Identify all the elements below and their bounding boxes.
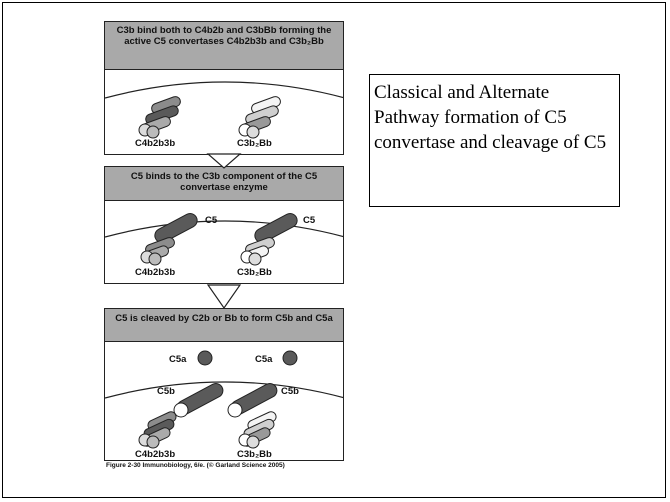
c4b2b3b-complex	[138, 411, 177, 449]
label-c4b2b3b: C4b2b3b	[135, 138, 175, 149]
panel-2-heading: C5 binds to the C3b component of the C5 …	[105, 167, 343, 201]
c3b2bb-c5-complex	[240, 212, 298, 266]
c3b2bb-complex	[238, 411, 277, 449]
panel-1-heading: C3b bind both to C4b2b and C3bBb forming…	[105, 22, 343, 70]
slide-title: Classical and Alternate Pathway formatio…	[369, 74, 620, 207]
c5a-fragment-left	[197, 350, 213, 366]
label-c3b2bb: C3b₂Bb	[237, 267, 272, 278]
panel-2: C5 binds to the C3b component of the C5 …	[104, 166, 344, 284]
label-c5a-left: C5a	[169, 354, 187, 365]
figure: C3b bind both to C4b2b and C3bBb forming…	[104, 21, 344, 476]
label-c5b-right: C5b	[281, 386, 299, 397]
panel-3-diagram: C5a C5a C5b C5b	[105, 350, 343, 460]
slide-frame	[2, 2, 666, 498]
panel-3: C5 is cleaved by C2b or Bb to form C5b a…	[104, 308, 344, 461]
label-c3b2bb: C3b₂Bb	[237, 138, 272, 149]
panel-3-heading: C5 is cleaved by C2b or Bb to form C5b a…	[105, 309, 343, 342]
panel-1: C3b bind both to C4b2b and C3bBb forming…	[104, 21, 344, 155]
label-c4b2b3b: C4b2b3b	[135, 267, 175, 278]
figure-caption: Figure 2-30 Immunobiology, 6/e. (© Garla…	[106, 462, 285, 469]
c5b-left	[173, 383, 224, 418]
label-c5-right: C5	[303, 215, 316, 226]
label-c5b-left: C5b	[157, 386, 175, 397]
label-c5a-right: C5a	[255, 354, 273, 365]
c5a-fragment-right	[282, 350, 298, 366]
label-c4b2b3b: C4b2b3b	[135, 449, 175, 460]
membrane-curve	[105, 220, 343, 238]
membrane-curve	[105, 81, 343, 99]
down-arrow-1	[206, 153, 242, 169]
c4b2b3b-c5-complex	[140, 212, 198, 266]
label-c5-left: C5	[205, 215, 218, 226]
c5b-right	[227, 383, 278, 418]
panel-1-diagram: C4b2b3b C3b₂Bb	[105, 81, 343, 149]
label-c3b2bb: C3b₂Bb	[237, 449, 272, 460]
c4b2b3b-complex	[138, 96, 181, 139]
panel-2-diagram: C5 C5 C4b2b3b C3b₂Bb	[105, 212, 343, 278]
down-arrow-2	[206, 284, 242, 310]
membrane-curve	[105, 381, 343, 399]
c3b2bb-complex	[238, 96, 281, 139]
